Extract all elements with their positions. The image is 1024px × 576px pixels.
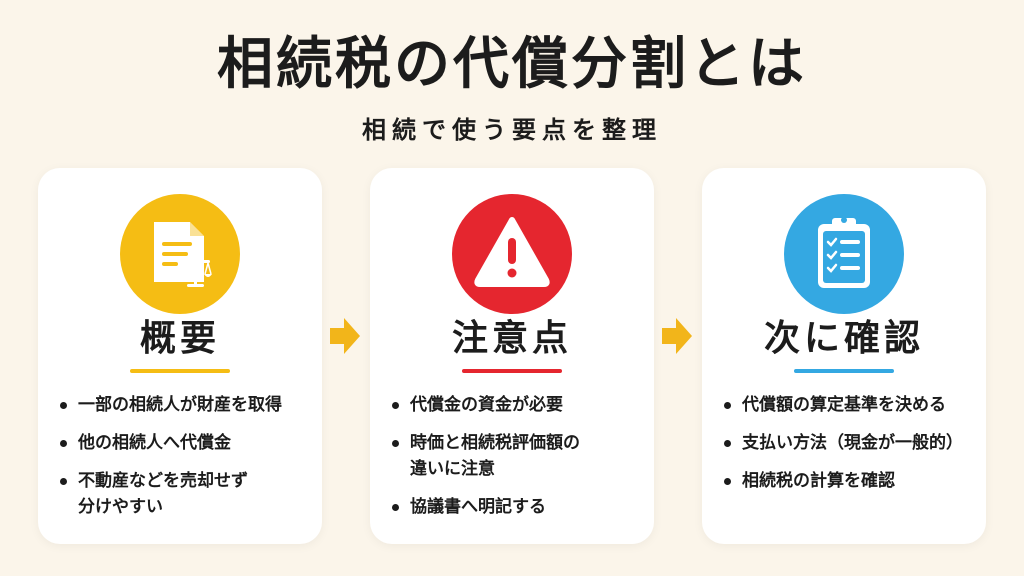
bullet-list: 一部の相続人が財産を取得 他の相続人へ代償金 不動産などを売却せず 分けやすい bbox=[56, 392, 318, 532]
list-item: 支払い方法（現金が一般的） bbox=[720, 430, 982, 456]
card-heading: 注意点 bbox=[451, 318, 572, 359]
list-item: 協議書へ明記する bbox=[388, 494, 650, 520]
card-heading: 次に確認 bbox=[763, 318, 924, 359]
list-item: 他の相続人へ代償金 bbox=[56, 430, 318, 456]
page-subtitle: 相続で使う要点を整理 bbox=[362, 116, 662, 144]
arrow-right-icon bbox=[330, 318, 360, 354]
clipboard-checklist-icon bbox=[784, 194, 904, 314]
bullet-list: 代償額の算定基準を決める 支払い方法（現金が一般的） 相続税の計算を確認 bbox=[720, 392, 982, 506]
list-item: 一部の相続人が財産を取得 bbox=[56, 392, 318, 418]
heading-underline bbox=[794, 369, 894, 373]
bullet-list: 代償金の資金が必要 時価と相続税評価額の 違いに注意 協議書へ明記する bbox=[388, 392, 650, 532]
document-scales-icon bbox=[120, 194, 240, 314]
list-item: 相続税の計算を確認 bbox=[720, 468, 982, 494]
list-item: 不動産などを売却せず 分けやすい bbox=[56, 468, 318, 520]
arrow-right-icon bbox=[662, 318, 692, 354]
list-item: 時価と相続税評価額の 違いに注意 bbox=[388, 430, 650, 482]
card-overview: 概要 一部の相続人が財産を取得 他の相続人へ代償金 不動産などを売却せず 分けや… bbox=[38, 168, 322, 544]
list-item: 代償額の算定基準を決める bbox=[720, 392, 982, 418]
heading-underline bbox=[462, 369, 562, 373]
card-heading: 概要 bbox=[139, 318, 220, 359]
card-next-check: 次に確認 代償額の算定基準を決める 支払い方法（現金が一般的） 相続税の計算を確… bbox=[702, 168, 986, 544]
card-caution: 注意点 代償金の資金が必要 時価と相続税評価額の 違いに注意 協議書へ明記する bbox=[370, 168, 654, 544]
page-title: 相続税の代償分割とは bbox=[217, 32, 807, 97]
warning-icon bbox=[452, 194, 572, 314]
heading-underline bbox=[130, 369, 230, 373]
list-item: 代償金の資金が必要 bbox=[388, 392, 650, 418]
